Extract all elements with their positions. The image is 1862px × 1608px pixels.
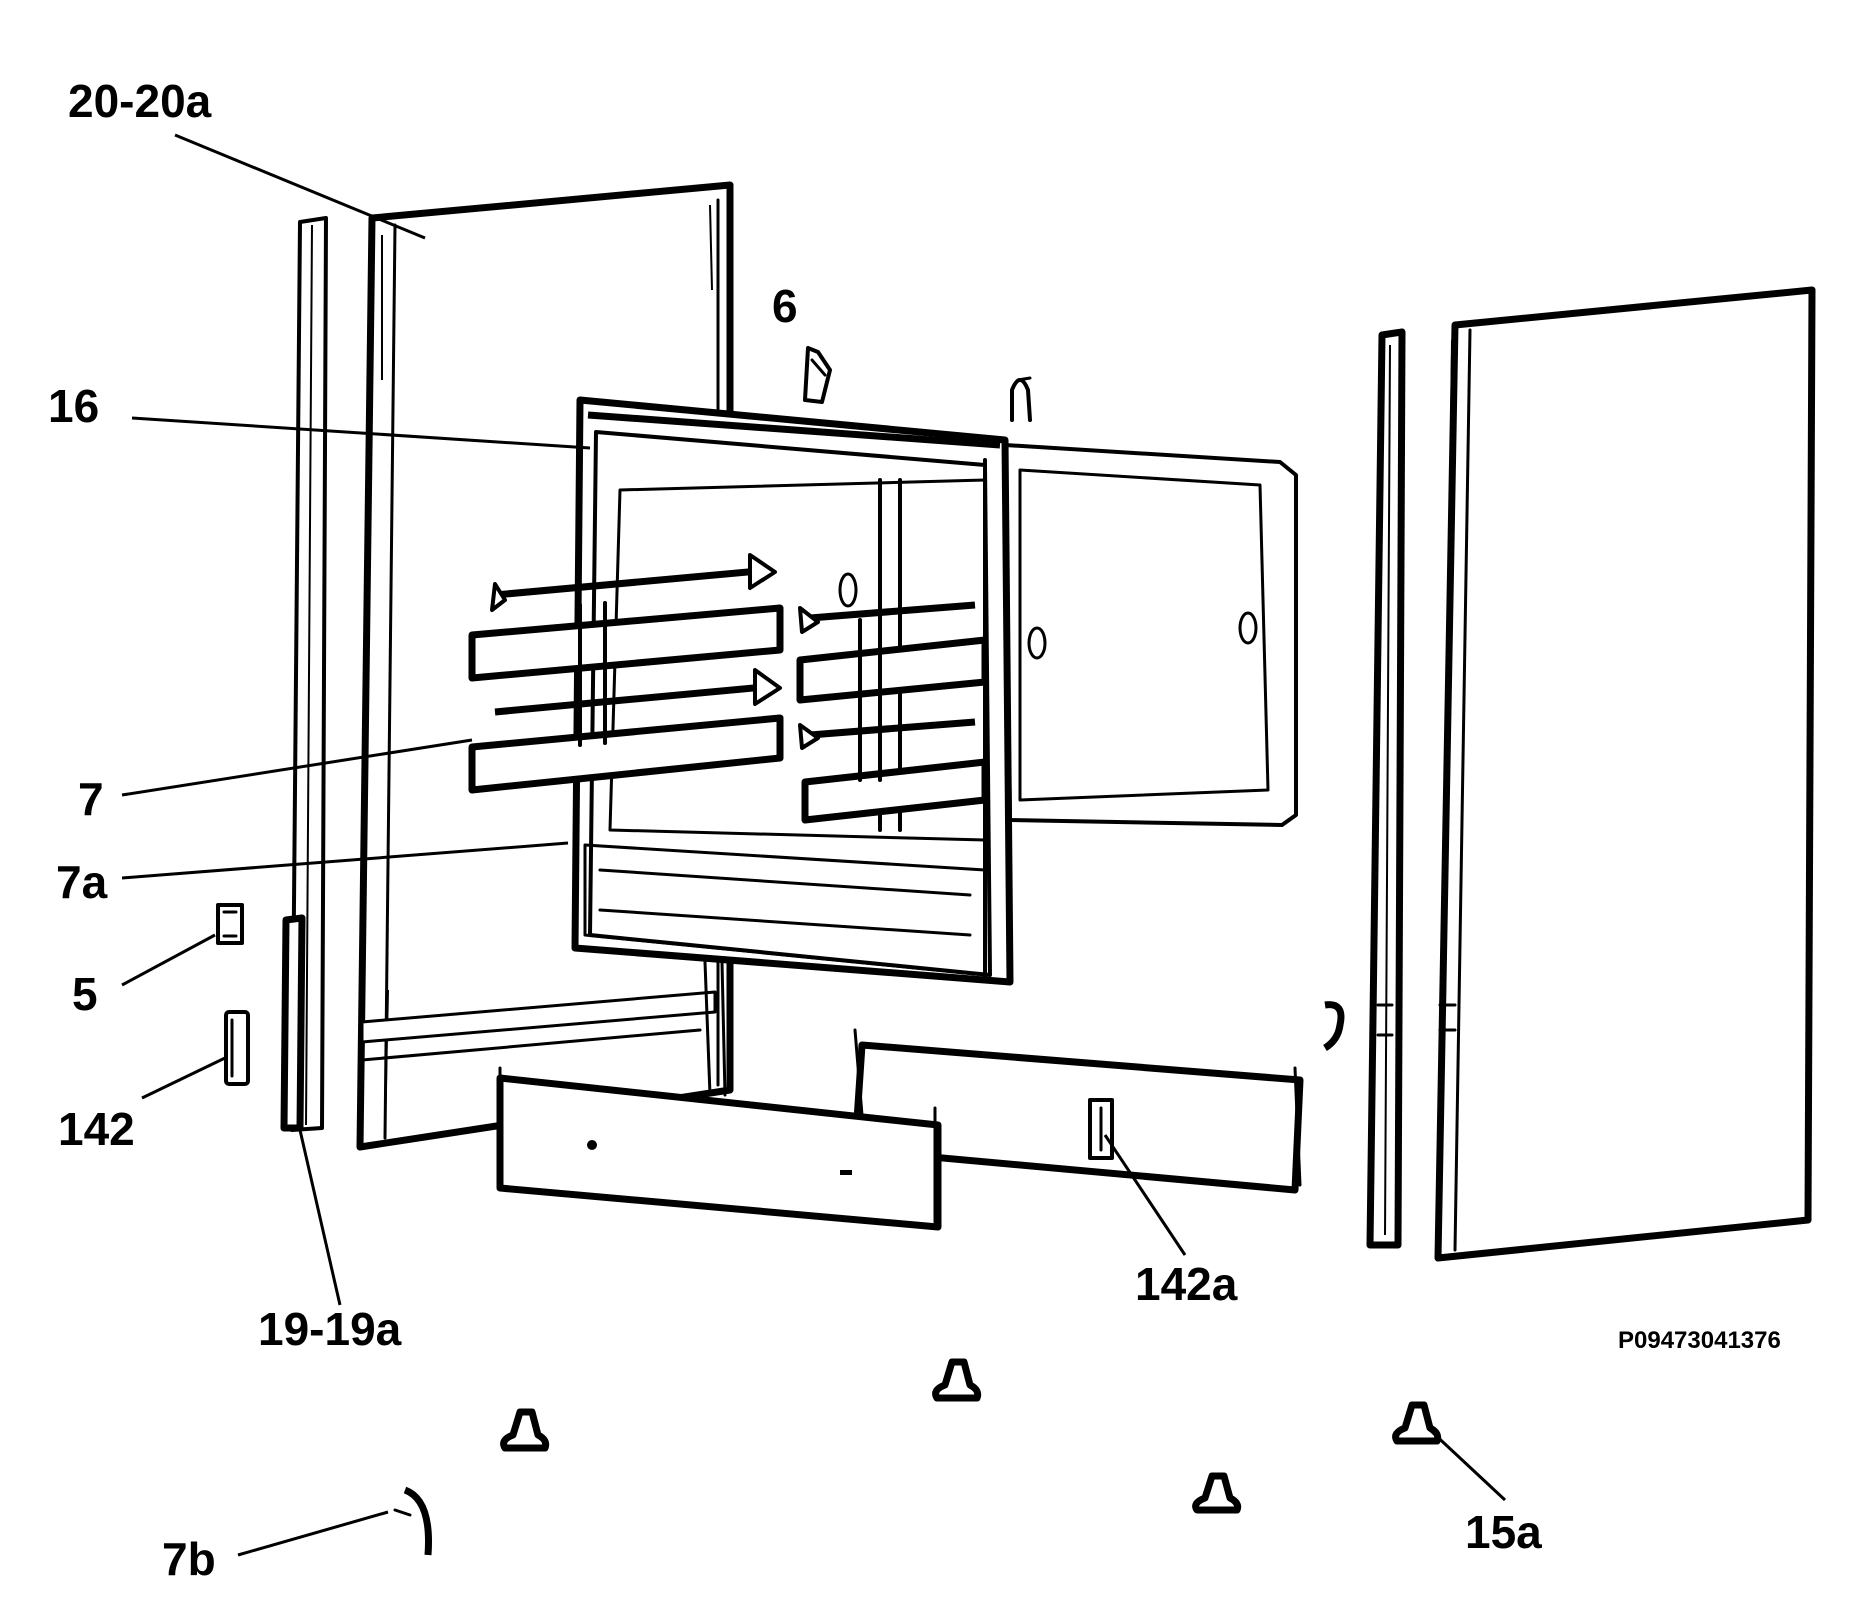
leader-142 — [141, 1056, 226, 1100]
label-142: 142 — [58, 1103, 135, 1155]
label-16: 16 — [48, 380, 99, 432]
bracket-part-5 — [216, 903, 244, 945]
label-5: 5 — [72, 968, 98, 1020]
bracket-part-142 — [224, 1010, 250, 1086]
label-6: 6 — [772, 280, 798, 332]
knob-part-7b — [393, 1486, 433, 1556]
bottom-rail-part — [360, 960, 727, 1097]
label-20-20a: 20-20a — [68, 75, 212, 127]
leader-20-20a — [174, 133, 426, 240]
leader-7b — [237, 1510, 389, 1557]
clip-part-6 — [803, 346, 832, 404]
label-15a: 15a — [1465, 1506, 1542, 1558]
leader-7a — [121, 841, 569, 880]
vertical-strip-right-part — [1366, 328, 1406, 1249]
clip-part-right — [1323, 1001, 1345, 1051]
leader-5 — [121, 933, 216, 987]
oven-cavity-part — [571, 376, 1298, 986]
label-7: 7 — [78, 773, 104, 825]
shelf-guides-part — [468, 553, 989, 824]
leader-7 — [121, 738, 473, 797]
leader-15a — [1428, 1428, 1507, 1502]
leader-19-19a — [298, 1129, 342, 1306]
leader-142a — [1103, 1134, 1187, 1256]
leader-lines — [121, 133, 1507, 1557]
side-panel-right-part — [1434, 286, 1816, 1262]
lower-front-panel-part — [496, 1066, 942, 1231]
foot-part-1 — [500, 1408, 550, 1452]
label-142a: 142a — [1135, 1258, 1238, 1310]
reference-code: P09473041376 — [1618, 1327, 1781, 1354]
foot-part-3 — [1192, 1472, 1242, 1514]
label-19-19a: 19-19a — [258, 1303, 402, 1355]
foot-part-4 — [1392, 1401, 1442, 1445]
vertical-strip-left-part — [280, 216, 328, 1132]
label-7a: 7a — [56, 856, 108, 908]
leader-16 — [131, 416, 591, 450]
foot-part-2 — [932, 1358, 982, 1402]
label-7b: 7b — [162, 1533, 216, 1585]
lower-rear-panel-part — [851, 1028, 1304, 1194]
